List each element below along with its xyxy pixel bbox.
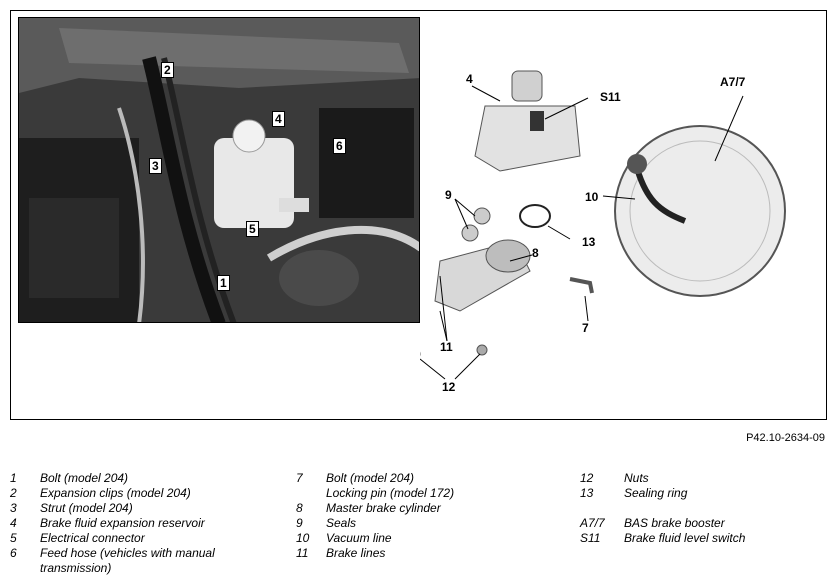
legend-text: Seals xyxy=(326,516,357,530)
exploded-view-drawing: 4 S11 A7/7 9 10 13 8 7 11 12 xyxy=(420,11,826,419)
legend-row: A7/7 BAS brake booster xyxy=(580,516,830,531)
legend-number: 3 xyxy=(10,501,17,515)
drawing-callout-a7-7: A7/7 xyxy=(720,75,746,89)
legend-column-1: 1 Bolt (model 204) 2 Expansion clips (mode… xyxy=(10,471,270,576)
legend-number: 8 xyxy=(296,501,303,515)
figure-reference: P42.10-2634-09 xyxy=(746,432,825,444)
legend-number: 6 xyxy=(10,546,17,560)
legend-text: Feed hose (vehicles with manual transmis… xyxy=(40,546,215,575)
legend-text: Master brake cylinder xyxy=(326,501,441,515)
drawing-callout-11: 11 xyxy=(440,340,453,354)
drawing-callout-7: 7 xyxy=(582,321,589,335)
legend-number: 11 xyxy=(296,546,309,560)
photo-callout-5: 5 xyxy=(246,221,259,237)
legend-text: Brake lines xyxy=(326,546,386,560)
legend-number: 10 xyxy=(296,531,310,545)
legend-row: 9 Seals xyxy=(296,516,556,531)
legend-row: 2 Expansion clips (model 204) xyxy=(10,486,270,501)
drawing-callout-10: 10 xyxy=(585,190,599,204)
legend-number: 4 xyxy=(10,516,17,530)
photo-callout-4: 4 xyxy=(272,111,285,127)
engine-bay-illustration xyxy=(19,18,419,322)
legend-text: BAS brake booster xyxy=(624,516,725,530)
legend-column-2: 7 Bolt (model 204) Locking pin (model 172… xyxy=(296,471,556,561)
drawing-callout-9: 9 xyxy=(445,188,452,202)
legend-row: 13 Sealing ring xyxy=(580,486,830,501)
legend-text: Bolt (model 204) xyxy=(40,471,129,485)
legend-number: 5 xyxy=(10,531,17,545)
legend-number: 7 xyxy=(296,471,303,485)
legend-row: 1 Bolt (model 204) xyxy=(10,471,270,486)
drawing-callout-13: 13 xyxy=(582,235,596,249)
legend-row: 8 Master brake cylinder xyxy=(296,501,556,516)
photo-callout-3: 3 xyxy=(149,158,162,174)
legend-row: 12 Nuts xyxy=(580,471,830,486)
legend-number: 12 xyxy=(580,471,594,485)
legend-text: Brake fluid level switch xyxy=(624,531,746,545)
legend-row: 4 Brake fluid expansion reservoir xyxy=(10,516,270,531)
brake-components-illustration xyxy=(420,70,786,380)
legend-row: 7 Bolt (model 204) xyxy=(296,471,556,486)
legend-number: 2 xyxy=(10,486,17,500)
legend-text: Expansion clips (model 204) xyxy=(40,486,191,500)
legend-text: Sealing ring xyxy=(624,486,688,500)
legend-text: Vacuum line xyxy=(326,531,392,545)
drawing-callout-4: 4 xyxy=(466,72,473,86)
photo-callout-6: 6 xyxy=(333,138,346,154)
legend-row: 10 Vacuum line xyxy=(296,531,556,546)
legend-row: 11 Brake lines xyxy=(296,546,556,561)
legend-row: 3 Strut (model 204) xyxy=(10,501,270,516)
legend-number: A7/7 xyxy=(580,516,605,530)
legend-spacer xyxy=(580,501,830,516)
legend-number: 13 xyxy=(580,486,594,500)
drawing-callout-s11: S11 xyxy=(600,90,621,104)
legend-text: Brake fluid expansion reservoir xyxy=(40,516,205,530)
engine-bay-photo: 2 4 3 6 5 1 xyxy=(18,17,420,323)
photo-callout-2: 2 xyxy=(161,62,174,78)
legend-text: Nuts xyxy=(624,471,649,485)
legend-text: Strut (model 204) xyxy=(40,501,133,515)
legend-text: Electrical connector xyxy=(40,531,145,545)
drawing-callout-12: 12 xyxy=(442,380,456,394)
legend-row: S11 Brake fluid level switch xyxy=(580,531,830,546)
legend-number: 9 xyxy=(296,516,303,530)
legend-number: S11 xyxy=(580,531,601,545)
legend-number xyxy=(296,486,326,501)
legend-text: Locking pin (model 172) xyxy=(326,486,455,500)
legend-row: 5 Electrical connector xyxy=(10,531,270,546)
photo-callout-1: 1 xyxy=(217,275,230,291)
legend-text: Bolt (model 204) xyxy=(326,471,415,485)
drawing-callout-8: 8 xyxy=(532,246,539,260)
legend-number: 1 xyxy=(10,471,17,485)
legend-column-3: 12 Nuts 13 Sealing ring A7/7 BAS brake boos… xyxy=(580,471,830,546)
legend-row: 6 Feed hose (vehicles with manual transmi… xyxy=(10,546,270,576)
legend-row: Locking pin (model 172) xyxy=(296,486,556,501)
